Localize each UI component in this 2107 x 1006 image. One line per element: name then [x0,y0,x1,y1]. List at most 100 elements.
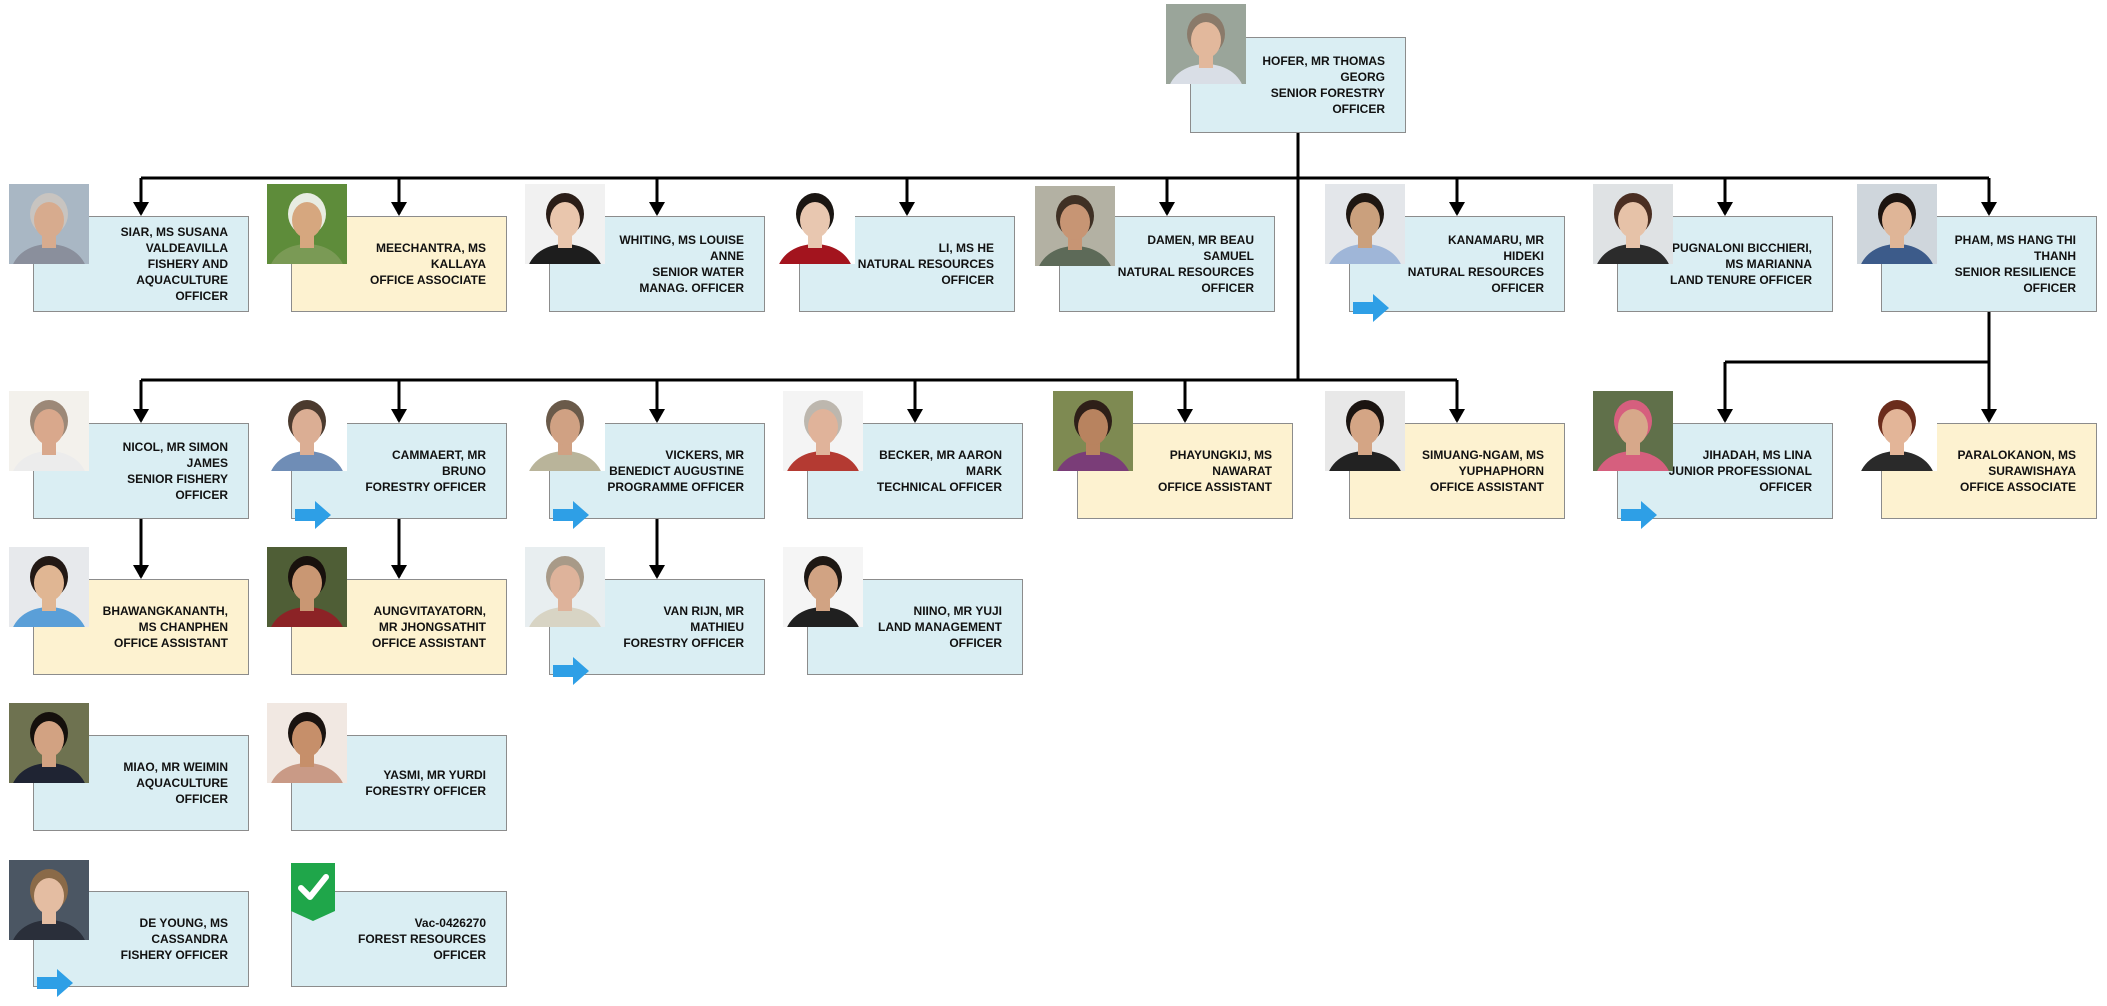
connector-arrowhead [133,409,149,423]
connector-arrowhead [1981,202,1997,216]
person-name: DE YOUNG, MS [139,916,228,930]
card-line: OFFICER [175,488,228,502]
card-text: DE YOUNG, MS CASSANDRA FISHERY OFFICER [78,892,228,986]
card-line: FOREST RESOURCES [357,932,486,946]
connector-arrowhead [649,565,665,579]
card-text: CAMMAERT, MR BRUNO FORESTRY OFFICER [336,424,486,518]
card-line: MARK [966,464,1002,478]
avatar [1035,186,1115,266]
card-line: NATURAL RESOURCES [1407,265,1544,279]
card-line: OFFICER [941,273,994,287]
card-line: JUNIOR PROFESSIONAL [1668,464,1812,478]
person-name: MIAO, MR WEIMIN [123,760,228,774]
card-text: BHAWANGKANANTH, MS CHANPHEN OFFICE ASSISTA… [78,580,228,674]
card-line: MS CHANPHEN [138,620,228,634]
avatar [9,703,89,783]
connector-arrowhead [649,409,665,423]
blue-arrow-icon [1351,292,1391,324]
card-line: MS MARIANNA [1725,257,1812,271]
card-line: OFFICE ASSISTANT [1430,480,1544,494]
card-line: YUPHAPHORN [1458,464,1544,478]
connector-arrowhead [1159,202,1175,216]
card-line: AQUACULTURE [136,273,228,287]
avatar [9,184,89,264]
card-line: OFFICER [175,792,228,806]
card-line: BRUNO [442,464,486,478]
card-line: BENEDICT AUGUSTINE [609,464,744,478]
card-line: KALLAYA [430,257,486,271]
person-name: BECKER, MR AARON [879,448,1002,462]
person-name: WHITING, MS LOUISE [619,233,744,247]
person-name: BHAWANGKANANTH, [102,604,228,618]
connector-arrowhead [1177,409,1193,423]
person-name: YASMI, MR YURDI [383,768,486,782]
card-line: OFFICER [1332,102,1385,116]
blue-arrow-icon [293,499,333,531]
card-line: FORESTRY OFFICER [623,636,744,650]
card-line: LAND MANAGEMENT [878,620,1002,634]
org-card-kanamaru[interactable]: KANAMARU, MR HIDEKI NATURAL RESOURCES OFFIC… [1349,216,1565,312]
green-check-icon [291,863,335,921]
card-line: FISHERY OFFICER [120,948,228,962]
card-line: SURAWISHAYA [1988,464,2076,478]
avatar [267,184,347,264]
avatar [267,703,347,783]
connector-arrowhead [1981,409,1997,423]
person-name: HOFER, MR THOMAS [1262,54,1385,68]
connector-arrowhead [391,202,407,216]
person-name: CAMMAERT, MR [392,448,486,462]
card-line: NATURAL RESOURCES [857,257,994,271]
avatar [1593,184,1673,264]
person-name: KANAMARU, MR [1448,233,1544,247]
person-name: Vac-0426270 [414,916,486,930]
connector-arrowhead [1449,202,1465,216]
card-line: HIDEKI [1503,249,1544,263]
blue-arrow-icon [1619,499,1659,531]
card-line: MANAG. OFFICER [639,281,744,295]
card-line: SENIOR FISHERY [127,472,228,486]
card-line: SENIOR WATER [652,265,744,279]
card-line: OFFICE ASSISTANT [372,636,486,650]
connector-arrowhead [649,202,665,216]
person-name: MEECHANTRA, MS [376,241,486,255]
avatar [775,184,855,264]
avatar [1166,4,1246,84]
card-line: CASSANDRA [151,932,228,946]
card-line: OFFICE ASSISTANT [114,636,228,650]
card-line: MR JHONGSATHIT [378,620,486,634]
connector-arrowhead [391,565,407,579]
card-line: OFFICER [1491,281,1544,295]
card-line: THANH [2034,249,2076,263]
card-line: VALDEAVILLA [145,241,228,255]
card-line: GEORG [1340,70,1385,84]
person-name: JIHADAH, MS LINA [1702,448,1812,462]
avatar [9,391,89,471]
card-line: FORESTRY OFFICER [365,480,486,494]
card-line: NAWARAT [1212,464,1272,478]
card-line: ANNE [709,249,744,263]
person-name: VICKERS, MR [665,448,744,462]
avatar [525,547,605,627]
connector-arrowhead [133,202,149,216]
connector-arrowhead [391,409,407,423]
connector-arrowhead [899,202,915,216]
